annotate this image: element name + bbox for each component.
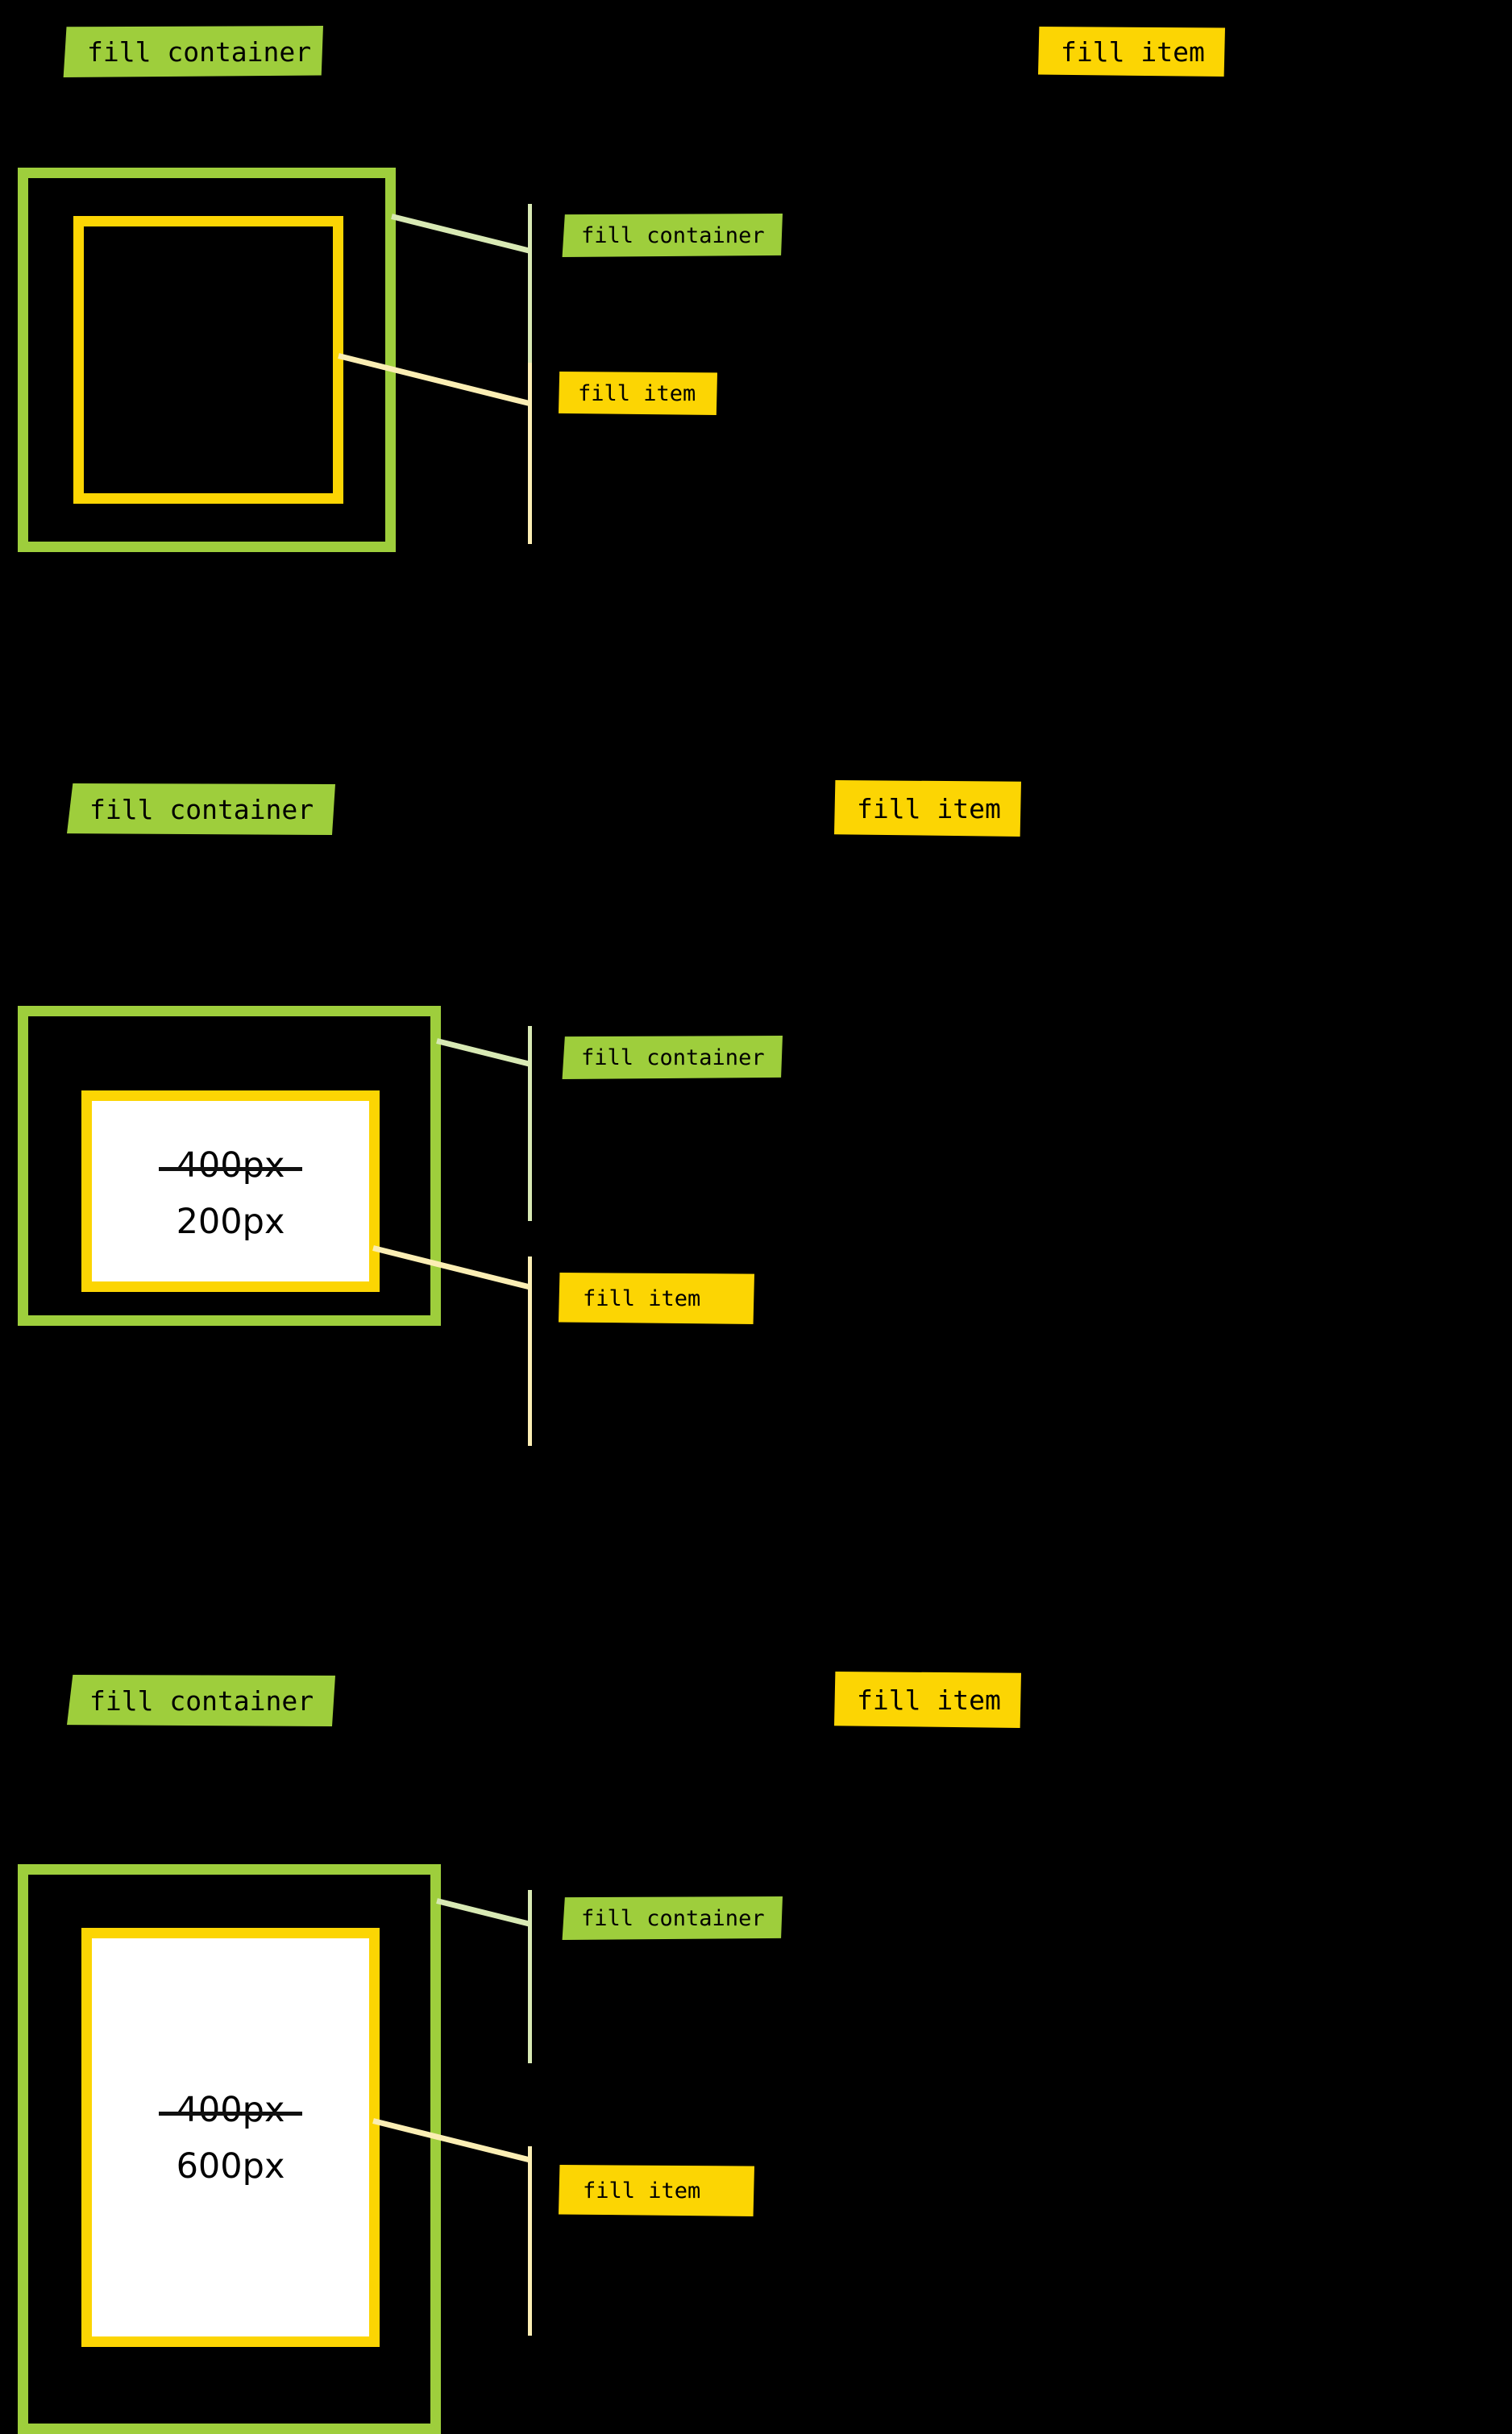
size-note-3: 400px 600px bbox=[92, 2087, 369, 2190]
header-tag-fill-container-2: fill container bbox=[67, 783, 335, 835]
callout-bracket-container-1 bbox=[528, 204, 532, 384]
callout-leader-container-3 bbox=[436, 1898, 532, 1927]
container-box-1 bbox=[18, 168, 396, 552]
item-box-2: 400px 200px bbox=[81, 1090, 380, 1292]
callout-tag-label: fill container bbox=[581, 1045, 765, 1070]
callout-tag-fill-container-1: fill container bbox=[562, 214, 783, 257]
header-tag-label: fill item bbox=[1061, 35, 1205, 68]
callout-leader-container-2 bbox=[436, 1038, 532, 1067]
callout-tag-fill-item-1: fill item bbox=[559, 372, 717, 415]
header-tag-fill-item-2: fill item bbox=[834, 780, 1021, 837]
header-tag-label: fill item bbox=[857, 792, 1001, 824]
callout-tag-label: fill item bbox=[583, 2178, 701, 2203]
header-tag-fill-item-3: fill item bbox=[834, 1672, 1021, 1728]
header-tag-label: fill item bbox=[857, 1684, 1001, 1716]
item-box-1 bbox=[73, 216, 343, 504]
callout-tag-label: fill container bbox=[581, 1905, 765, 1931]
callout-bracket-item-2 bbox=[528, 1256, 532, 1446]
size-note-old: 400px bbox=[158, 1143, 303, 1190]
callout-tag-fill-container-3: fill container bbox=[562, 1896, 783, 1940]
size-note-new: 200px bbox=[176, 1201, 285, 1242]
size-note-2: 400px 200px bbox=[92, 1143, 369, 1245]
callout-tag-label: fill item bbox=[578, 380, 696, 406]
callout-tag-fill-container-2: fill container bbox=[562, 1036, 783, 1079]
callout-tag-label: fill container bbox=[581, 222, 765, 248]
callout-tag-fill-item-2: fill item bbox=[559, 1273, 754, 1324]
container-box-3 bbox=[18, 1864, 441, 2434]
header-tag-label: fill container bbox=[89, 1684, 314, 1717]
callout-tag-fill-item-3: fill item bbox=[559, 2165, 754, 2216]
header-tag-fill-container-3: fill container bbox=[67, 1675, 335, 1726]
header-tag-label: fill container bbox=[89, 793, 314, 825]
item-box-3: 400px 600px bbox=[81, 1928, 380, 2347]
callout-leader-container-1 bbox=[391, 214, 530, 254]
callout-bracket-item-1 bbox=[528, 363, 532, 544]
callout-tag-label: fill item bbox=[583, 1286, 701, 1311]
size-note-old: 400px bbox=[158, 2087, 303, 2134]
header-tag-label: fill container bbox=[87, 35, 312, 68]
header-tag-fill-item-1: fill item bbox=[1038, 27, 1225, 77]
size-note-new: 600px bbox=[176, 2145, 285, 2187]
callout-bracket-item-3 bbox=[528, 2146, 532, 2336]
callout-bracket-container-2 bbox=[528, 1026, 532, 1221]
callout-bracket-container-3 bbox=[528, 1890, 532, 2063]
header-tag-fill-container-1: fill container bbox=[63, 26, 323, 77]
container-box-2 bbox=[18, 1006, 441, 1326]
